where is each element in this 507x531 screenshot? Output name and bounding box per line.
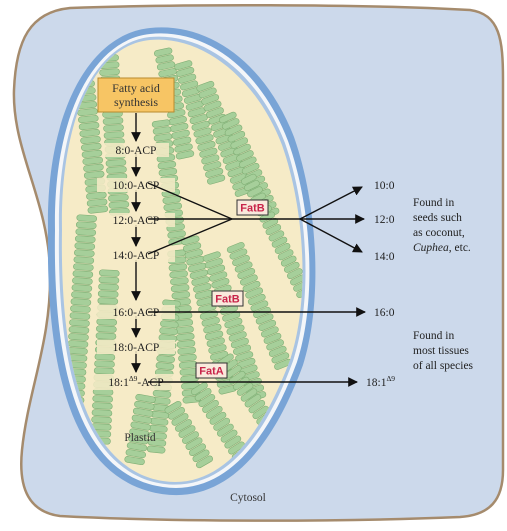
thylakoid-stack xyxy=(164,400,213,469)
thylakoid-stack xyxy=(181,235,237,395)
product-18-1-delta9: 18:1Δ9 xyxy=(366,374,395,389)
svg-text:Cuphea, etc.: Cuphea, etc. xyxy=(413,242,471,254)
thylakoid-stack xyxy=(174,60,226,185)
acp-12-0: 12:0-ACP xyxy=(113,215,160,227)
acp-intermediates: 8:0-ACP 10:0-ACP 12:0-ACP 14:0-ACP 16:0-… xyxy=(88,143,180,390)
acp-18-1-delta9: 18:1Δ9-ACP xyxy=(108,374,163,389)
svg-text:most tissues: most tissues xyxy=(413,345,469,357)
fata-box xyxy=(195,362,228,379)
svg-text:seeds such: seeds such xyxy=(413,212,462,224)
box-title-line2: synthesis xyxy=(114,95,158,109)
acp-8-0: 8:0-ACP xyxy=(116,145,157,157)
product-10-0: 10:0 xyxy=(374,180,395,192)
fata-label: FatA xyxy=(199,366,224,378)
thylakoid-stack xyxy=(124,393,156,466)
fatb-upper-box xyxy=(236,199,269,216)
product-14-0: 14:0 xyxy=(374,251,395,263)
fatb-lower-box xyxy=(211,290,244,307)
box-title-line1: Fatty acid xyxy=(112,81,160,95)
svg-text:as coconut,: as coconut, xyxy=(413,227,465,239)
fatb-lower-label: FatB xyxy=(215,294,240,306)
plastid-label: Plastid xyxy=(124,432,156,444)
svg-text:Found in: Found in xyxy=(413,330,454,342)
svg-text:Found in: Found in xyxy=(413,197,454,209)
fatb-upper-label: FatB xyxy=(240,203,265,215)
product-12-0: 12:0 xyxy=(374,214,395,226)
acp-18-0: 18:0-ACP xyxy=(113,342,160,354)
cytosol-label: Cytosol xyxy=(230,492,266,504)
acp-10-0: 10:0-ACP xyxy=(113,180,160,192)
acp-16-0: 16:0-ACP xyxy=(113,307,160,319)
fatty-acid-synthesis-box xyxy=(97,77,175,113)
note-tissues: Found in most tissues of all species xyxy=(413,330,474,372)
note-seeds: Found in seeds such as coconut, Cuphea, … xyxy=(413,197,471,254)
product-16-0: 16:0 xyxy=(374,307,395,319)
svg-text:of all species: of all species xyxy=(413,360,474,372)
fatb-upper-lines xyxy=(147,182,365,255)
acp-14-0: 14:0-ACP xyxy=(113,250,160,262)
thylakoid-stack xyxy=(226,241,292,370)
